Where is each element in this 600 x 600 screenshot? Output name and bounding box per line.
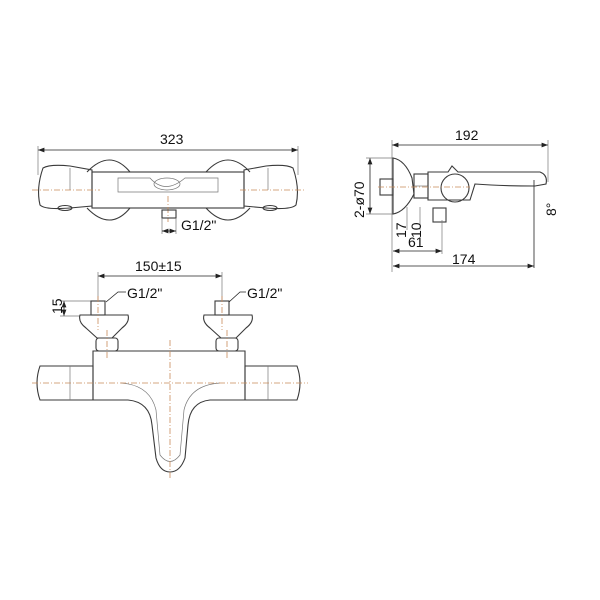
left-inlet: [79, 300, 129, 352]
stub-dimension-label: 15: [49, 298, 65, 314]
spacing-dimension-label: 150±15: [135, 258, 182, 274]
angle-label: 8°: [543, 203, 559, 216]
width-dimension-label: 323: [160, 131, 184, 147]
left-inlet-label: G1/2": [127, 285, 162, 301]
top-view: 323 G1/2": [32, 131, 305, 234]
side-view: 192 2-ø70 8° 61 174 17 10: [351, 127, 559, 272]
front-body: [92, 350, 246, 473]
depth-dimension-label: 192: [455, 127, 479, 143]
right-inlet: [203, 300, 253, 352]
height-dimension-b: 10: [408, 222, 424, 238]
spout-dimension-label: 174: [452, 251, 476, 267]
side-valve: [440, 173, 470, 203]
side-body: [427, 165, 547, 201]
front-view: 150±15 15 G1/2" G1/2": [32, 258, 308, 478]
front-left-handle: [36, 365, 94, 401]
top-inlet-stub: [161, 209, 177, 219]
right-handle: [243, 164, 299, 210]
height-dimension-a: 17: [393, 222, 409, 238]
left-handle: [37, 164, 93, 210]
offset-dimension-label: 61: [408, 234, 424, 250]
right-inlet-label: G1/2": [247, 285, 282, 301]
side-knob: [392, 157, 415, 215]
top-inlet-label: G1/2": [181, 217, 216, 233]
front-right-handle: [244, 365, 301, 401]
diameter-dimension-label: 2-ø70: [351, 181, 367, 218]
